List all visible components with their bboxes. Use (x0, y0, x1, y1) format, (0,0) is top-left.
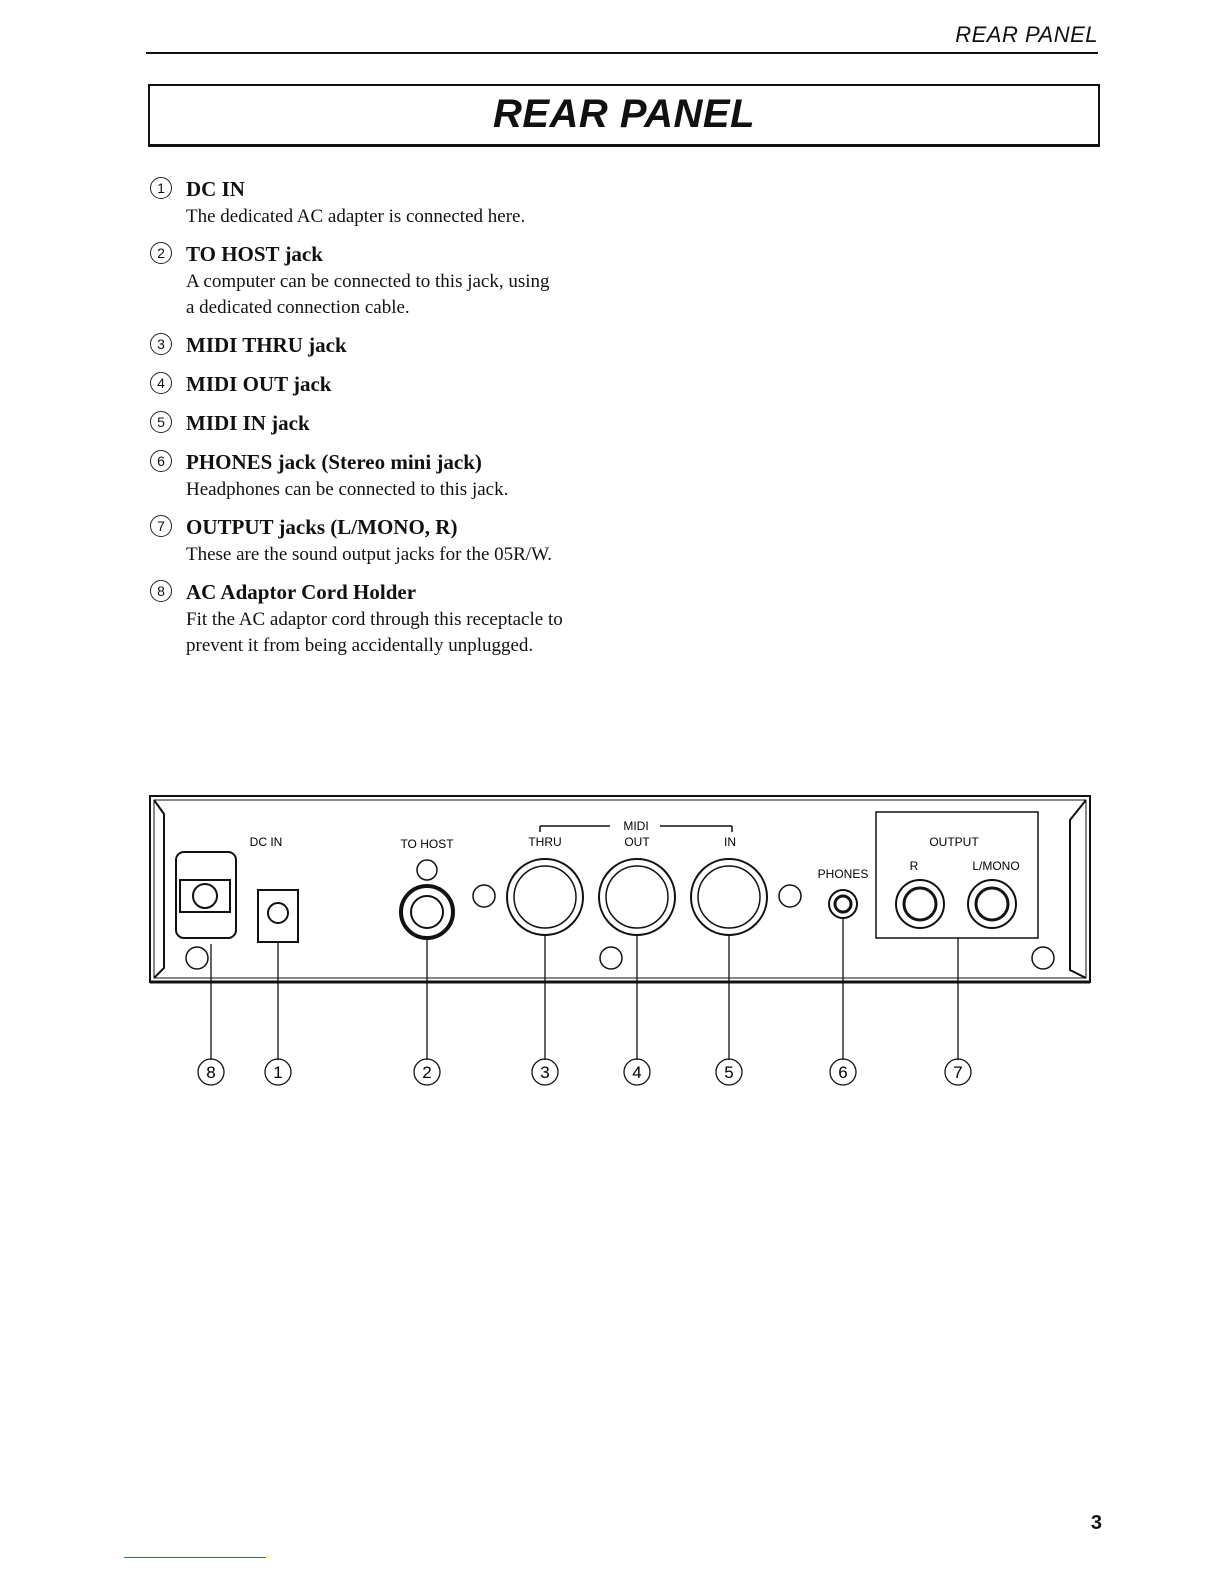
label-output: OUTPUT (929, 835, 979, 849)
output-lmono-jack (967, 879, 1017, 929)
callout-number: 2 (422, 1063, 431, 1082)
callout-circle (197, 1058, 225, 1086)
output-box (875, 811, 1039, 939)
item-description: Fit the AC adaptor cord through this rec… (186, 609, 563, 630)
item-list: 1 DC IN The dedicated AC adapter is connec… (150, 174, 630, 668)
item-number: 7 (150, 515, 172, 537)
chassis-inner (153, 799, 1087, 979)
callout-number: 3 (540, 1063, 549, 1082)
to-host-jack (399, 884, 455, 940)
right-bracket (1069, 799, 1087, 979)
item-number: 5 (150, 411, 172, 433)
list-item: 7 OUTPUT jacks (L/MONO, R) These are the s… (150, 512, 630, 568)
callouts: 8 1 2 3 4 5 6 7 (197, 1058, 972, 1086)
item-description: Headphones can be connected to this jack… (186, 479, 509, 500)
item-heading: MIDI THRU jack (186, 333, 347, 357)
callout-circle (531, 1058, 559, 1086)
callout-number: 6 (838, 1063, 847, 1082)
midi-screw-left (472, 884, 496, 908)
callout-circle (715, 1058, 743, 1086)
midi-in-jack (690, 858, 768, 936)
label-thru: THRU (528, 835, 561, 849)
leader-lines (210, 918, 959, 1060)
label-phones: PHONES (818, 867, 869, 881)
item-number: 3 (150, 333, 172, 355)
cord-holder (175, 851, 237, 939)
dc-in-socket (267, 902, 289, 924)
running-head: REAR PANEL (955, 22, 1098, 47)
list-item: 4 MIDI OUT jack (150, 369, 630, 399)
item-heading: TO HOST jack (186, 242, 323, 266)
to-host-screw (416, 859, 438, 881)
rear-panel-diagram: DC IN TO HOST MIDI THRU OUT IN PHONES OU… (140, 780, 1100, 1100)
callout-circle (413, 1058, 441, 1086)
callout-number: 4 (632, 1063, 641, 1082)
callout-number: 7 (953, 1063, 962, 1082)
header-rule (146, 52, 1098, 54)
dc-in-jack (257, 889, 299, 943)
rear-panel-illustration: DC IN TO HOST MIDI THRU OUT IN PHONES OU… (149, 795, 1091, 1086)
bottom-rule (124, 1557, 266, 1558)
list-item: 5 MIDI IN jack (150, 408, 630, 438)
label-in: IN (724, 835, 736, 849)
item-number: 8 (150, 580, 172, 602)
item-description: A computer can be connected to this jack… (186, 271, 550, 292)
item-heading: AC Adaptor Cord Holder (186, 580, 417, 604)
label-out: OUT (624, 835, 650, 849)
item-description: a dedicated connection cable. (186, 297, 410, 318)
item-heading: MIDI IN jack (186, 411, 310, 435)
screw-right (1031, 946, 1055, 970)
label-r: R (910, 859, 919, 873)
item-number: 6 (150, 450, 172, 472)
output-r-jack (895, 879, 945, 929)
midi-thru-jack (506, 858, 584, 936)
callout-circle (829, 1058, 857, 1086)
item-heading: MIDI OUT jack (186, 372, 332, 396)
left-bracket (153, 799, 165, 979)
label-midi: MIDI (623, 819, 648, 833)
page-number: 3 (1090, 1512, 1102, 1534)
list-item: 6 PHONES jack (Stereo mini jack) Headphone… (150, 447, 630, 503)
to-host-pins (410, 895, 444, 929)
callout-number: 8 (206, 1063, 215, 1082)
label-to-host: TO HOST (400, 837, 454, 851)
midi-out-jack (598, 858, 676, 936)
title-box: REAR PANEL (148, 84, 1100, 147)
midi-screw-right (778, 884, 802, 908)
label-dc-in: DC IN (250, 835, 283, 849)
item-number: 1 (150, 177, 172, 199)
page-title: REAR PANEL (492, 92, 756, 136)
callout-number: 1 (273, 1063, 282, 1082)
screw-left (185, 946, 209, 970)
cord-holder-slot (179, 879, 231, 913)
screw-bottom-center (599, 946, 623, 970)
label-lmono: L/MONO (972, 859, 1019, 873)
callout-circle (264, 1058, 292, 1086)
item-description: These are the sound output jacks for the… (186, 544, 553, 565)
item-number: 2 (150, 242, 172, 264)
phones-jack (828, 889, 858, 919)
item-heading: OUTPUT jacks (L/MONO, R) (186, 515, 458, 539)
callout-circle (623, 1058, 651, 1086)
item-description: The dedicated AC adapter is connected he… (186, 206, 526, 227)
callout-circle (944, 1058, 972, 1086)
list-item: 2 TO HOST jack A computer can be connected… (150, 239, 630, 321)
callout-number: 5 (724, 1063, 733, 1082)
item-description: prevent it from being accidentally unplu… (186, 635, 534, 656)
list-item: 1 DC IN The dedicated AC adapter is connec… (150, 174, 630, 230)
item-heading: DC IN (186, 177, 245, 201)
item-heading: PHONES jack (Stereo mini jack) (186, 450, 482, 474)
list-item: 3 MIDI THRU jack (150, 330, 630, 360)
item-number: 4 (150, 372, 172, 394)
cord-holder-screw (192, 883, 218, 909)
